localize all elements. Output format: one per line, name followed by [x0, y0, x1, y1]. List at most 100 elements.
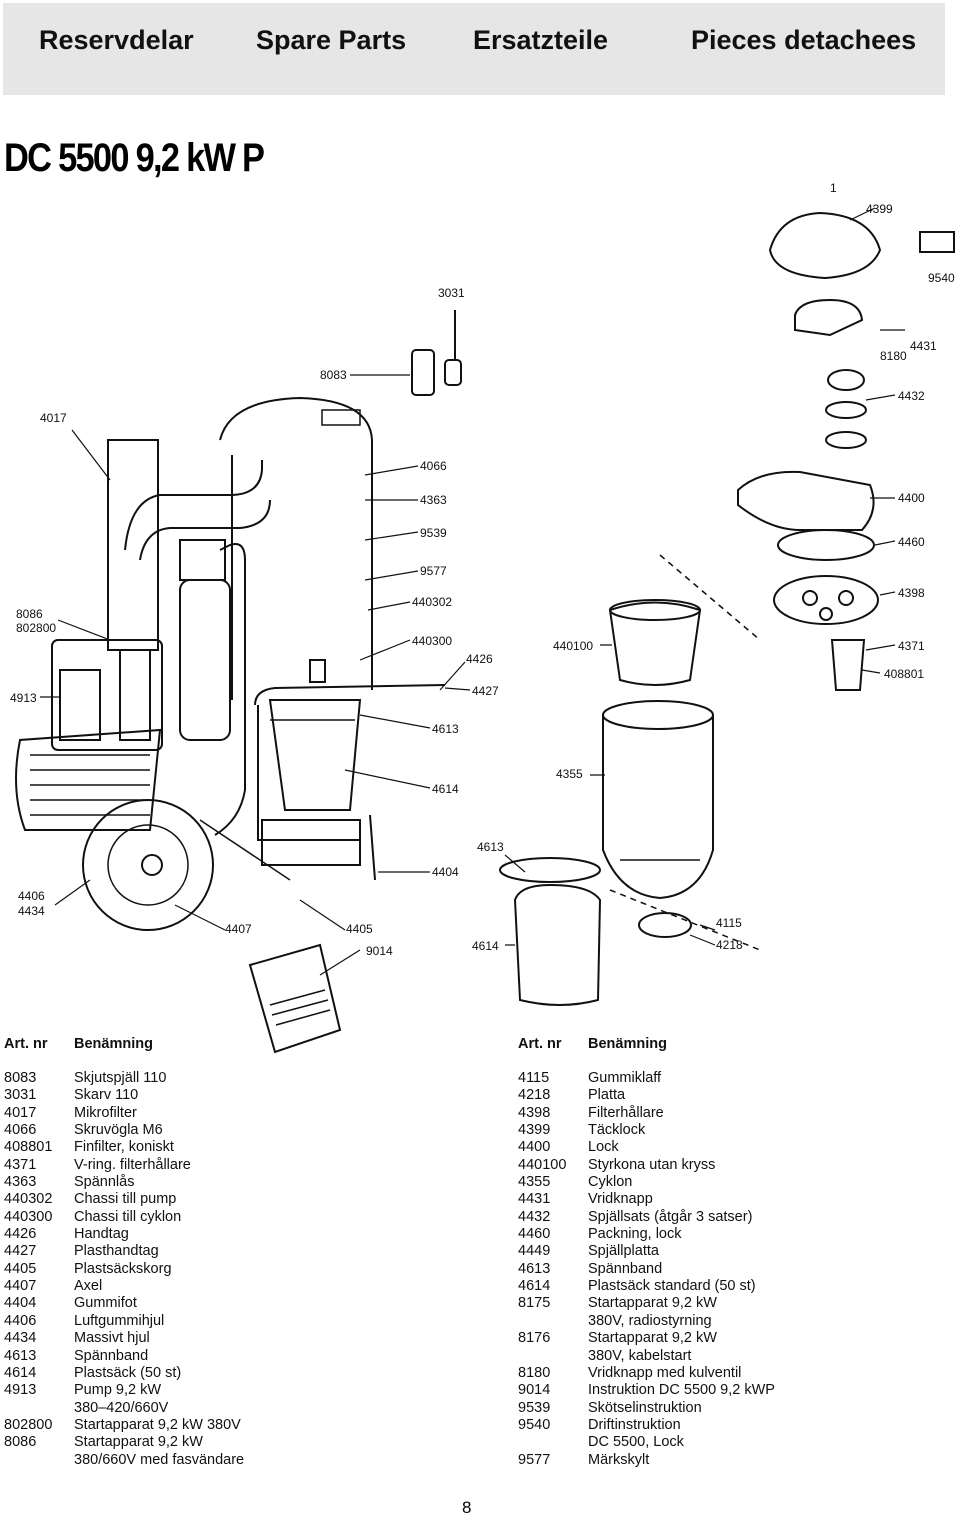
art-number: 440300: [4, 1208, 53, 1225]
column-header-art-nr: Art. nr: [518, 1036, 562, 1052]
part-name: Skjutspjäll 110: [74, 1070, 167, 1086]
table-row: 4614 Plastsäck standard (50 st): [518, 1278, 775, 1295]
art-number: 4355: [518, 1174, 551, 1191]
part-name: Platta: [588, 1087, 626, 1104]
part-name: Spjällsats (åtgår 3 satser): [588, 1208, 753, 1225]
page-number: 8: [462, 1498, 472, 1517]
column-header-name: Benämning: [74, 1036, 153, 1052]
part-name: Märkskylt: [588, 1451, 650, 1468]
callout: 4405: [346, 922, 373, 936]
callout: 9577: [420, 564, 447, 578]
part-name: Pump 9,2 kW: [74, 1382, 162, 1399]
cyclone-cone: [608, 599, 702, 686]
chassis-frame: [199, 543, 446, 881]
header-swedish: Reservdelar: [39, 25, 194, 55]
callout: 408801: [884, 667, 924, 681]
callout: 9539: [420, 526, 447, 540]
part-name: Instruktion DC 5500 9,2 kWP: [588, 1382, 775, 1399]
callout: 1: [830, 181, 837, 195]
slide-valve-fitting: [411, 310, 462, 396]
callout: 4614: [432, 782, 459, 796]
art-number: 9577: [518, 1451, 551, 1468]
art-number: 4432: [518, 1208, 551, 1225]
art-number: 4115: [518, 1070, 550, 1086]
callout: 4613: [432, 722, 459, 736]
art-number: 4363: [4, 1174, 37, 1191]
part-name: Chassi till pump: [74, 1191, 177, 1208]
art-number: 4400: [518, 1139, 551, 1156]
art-number: 8083: [4, 1070, 37, 1086]
table-row: DC 5500, Lock: [518, 1434, 775, 1451]
art-number: 4371: [4, 1156, 37, 1173]
page-title: DC 5500 9,2 kW P: [4, 136, 265, 180]
art-number: 4404: [4, 1295, 37, 1312]
art-number: 9540: [518, 1416, 551, 1433]
callout: 9014: [366, 944, 393, 958]
cyclone-body: [179, 396, 373, 741]
header-french: Pieces detachees: [691, 25, 917, 55]
table-row: 4218 Platta: [518, 1087, 775, 1104]
part-name: Mikrofilter: [74, 1104, 137, 1121]
art-number: 4218: [518, 1087, 551, 1104]
part-name: Packning, lock: [588, 1226, 682, 1243]
art-number: 4614: [518, 1278, 551, 1295]
callout: 3031: [438, 286, 465, 300]
callout: 8180: [880, 349, 907, 363]
part-name: Startapparat 9,2 kW: [588, 1295, 717, 1312]
part-name: Plastsäck standard (50 st): [588, 1278, 756, 1295]
instruction-card: [248, 943, 342, 1054]
table-row: 8083 Skjutspjäll 110: [4, 1070, 244, 1087]
art-number: 802800: [4, 1416, 53, 1433]
callout: 4400: [898, 491, 925, 505]
part-name: Vridknapp: [588, 1191, 653, 1208]
callout: 4017: [40, 411, 67, 425]
part-name: 380V, radiostyrning: [588, 1312, 712, 1329]
callout: 4406: [18, 889, 45, 903]
art-number: 4613: [518, 1260, 551, 1277]
callout: 4115: [716, 916, 742, 930]
part-name: Plastsäck (50 st): [74, 1364, 182, 1381]
part-name: Gummifot: [74, 1295, 137, 1312]
header-english: Spare Parts: [256, 25, 407, 55]
art-number: 8180: [518, 1364, 551, 1381]
callout: 4363: [420, 493, 447, 507]
callout: 440300: [412, 634, 452, 648]
part-name: Plasthandtag: [74, 1243, 159, 1260]
part-name: Startapparat 9,2 kW: [588, 1330, 717, 1347]
callout: 4613: [477, 840, 504, 854]
art-number: 4449: [518, 1243, 551, 1260]
part-name: Luftgummihjul: [74, 1312, 165, 1329]
callout: 8086: [16, 607, 43, 621]
art-number: 4407: [4, 1278, 37, 1295]
art-number: 8176: [518, 1330, 551, 1347]
part-name: Cyklon: [588, 1174, 633, 1191]
callout: 4404: [432, 865, 459, 879]
cover-assembly: [737, 211, 955, 691]
art-number: 4614: [4, 1364, 37, 1381]
callout: 4218: [716, 938, 743, 952]
table-row: 8176 Startapparat 9,2 kW: [518, 1330, 775, 1347]
table-row: 380/660V med fasvändare: [4, 1452, 244, 1469]
part-name: Spännband: [74, 1347, 149, 1364]
part-name: DC 5500, Lock: [588, 1434, 684, 1451]
part-name: Skruvögla M6: [74, 1122, 163, 1139]
part-name: Filterhållare: [588, 1104, 664, 1121]
table-row: 9577 Märkskylt: [518, 1452, 775, 1469]
callout: 4460: [898, 535, 925, 549]
art-number: 4398: [518, 1104, 551, 1121]
art-number: 4434: [4, 1330, 37, 1347]
